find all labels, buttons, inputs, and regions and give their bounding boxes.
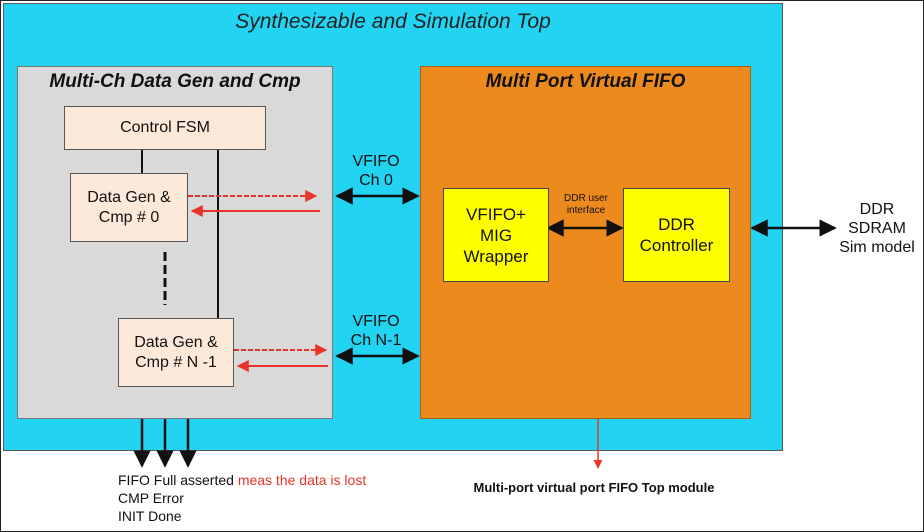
controller-line-1: DDR (658, 215, 695, 234)
gen0-line-2: Cmp # 0 (98, 208, 160, 226)
fifo-full-status: FIFO Full asserted meas the data is lost (118, 471, 418, 489)
ch0-line-2: Ch 0 (359, 172, 393, 189)
cmp-error-status: CMP Error (118, 490, 184, 506)
ddr-sdram-sim-model-label: DDR SDRAM Sim model (830, 200, 924, 257)
top-module-caption: Multi-port virtual port FIFO Top module (473, 480, 715, 495)
fifo-full-note: meas the data is lost (237, 472, 367, 488)
status-signals-list: FIFO Full asserted meas the data is lost… (118, 471, 418, 525)
ddr-user-interface-label: DDR user interface (550, 193, 622, 217)
control-fsm-block: Control FSM (64, 106, 266, 150)
ddr-model-line-1: DDR (859, 201, 895, 218)
chN-line-1: VFIFO (352, 313, 400, 330)
data-gen-cmp-n-1-block: Data Gen & Cmp # N -1 (118, 318, 234, 387)
init-done-status: INIT Done (118, 508, 182, 524)
vfifo-chN-label: VFIFO Ch N-1 (338, 312, 414, 350)
genN-line-2: Cmp # N -1 (135, 353, 217, 371)
chN-line-2: Ch N-1 (350, 332, 402, 349)
fifo-full-text: FIFO Full asserted (118, 472, 234, 488)
genN-line-1: Data Gen & (134, 333, 218, 351)
data-gen-cmp-0-block: Data Gen & Cmp # 0 (70, 173, 188, 242)
vfifo-mig-wrapper-block: VFIFO+ MIG Wrapper (443, 188, 549, 282)
top-block-title: Synthesizable and Simulation Top (235, 10, 551, 33)
wrapper-line-2: MIG (479, 225, 513, 245)
ddr-ui-line-2: interface (566, 205, 606, 216)
wrapper-line-1: VFIFO+ (466, 204, 526, 224)
ddr-model-line-3: Sim model (839, 239, 915, 256)
ddr-controller-block: DDR Controller (623, 188, 730, 282)
controller-line-2: Controller (639, 236, 714, 255)
control-fsm-label: Control FSM (120, 119, 210, 136)
ddr-model-line-2: SDRAM (848, 220, 906, 237)
wrapper-line-3: Wrapper (463, 246, 529, 266)
vfifo-ch0-label: VFIFO Ch 0 (338, 152, 414, 190)
data-gen-block-title: Multi-Ch Data Gen and Cmp (49, 71, 301, 92)
ch0-line-1: VFIFO (352, 153, 400, 170)
gen0-line-1: Data Gen & (87, 188, 171, 206)
virtual-fifo-block-title: Multi Port Virtual FIFO (485, 71, 686, 92)
ddr-ui-line-1: DDR user (564, 193, 608, 204)
